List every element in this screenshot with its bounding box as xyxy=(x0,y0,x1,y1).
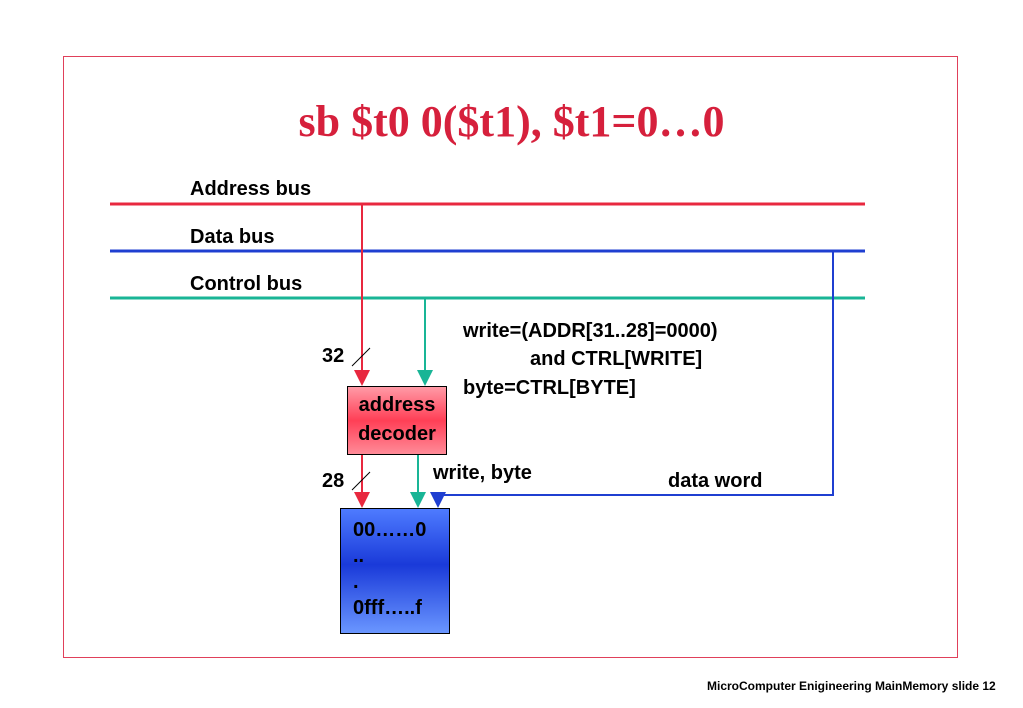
data-word-wire xyxy=(430,251,834,508)
memory-label-1: 00……0 xyxy=(353,519,427,541)
data-word-label: data word xyxy=(668,470,763,492)
data-bus-label: Data bus xyxy=(190,226,275,248)
condition-line-3: byte=CTRL[BYTE] xyxy=(463,377,636,399)
address-bus-label: Address bus xyxy=(190,178,312,200)
slide-frame xyxy=(63,56,958,658)
width-32-label: 32 xyxy=(322,345,345,367)
condition-line-1: write=(ADDR[31..28]=0000) xyxy=(463,320,718,342)
condition-line-2: and CTRL[WRITE] xyxy=(530,348,703,370)
slide-footer: MicroComputer Enigineering MainMemory sl… xyxy=(707,679,996,693)
width-28-slash xyxy=(351,471,371,491)
decoder-label-2: decoder xyxy=(358,423,436,445)
write-byte-label: write, byte xyxy=(433,462,532,484)
slide-title: sb $t0 0($t1), $t1=0…0 xyxy=(298,97,725,146)
memory-block: 00……0 .. . 0fff…..f xyxy=(340,508,450,634)
memory-label-3: . xyxy=(353,571,359,593)
address-decoder-block: address decoder xyxy=(347,386,447,455)
memory-label-2: .. xyxy=(353,545,365,567)
memory-label-4: 0fff…..f xyxy=(353,597,422,619)
control-bus-label: Control bus xyxy=(190,273,303,295)
width-32-slash xyxy=(351,347,371,367)
width-28-label: 28 xyxy=(322,470,345,492)
decoder-label-1: address xyxy=(358,394,436,416)
